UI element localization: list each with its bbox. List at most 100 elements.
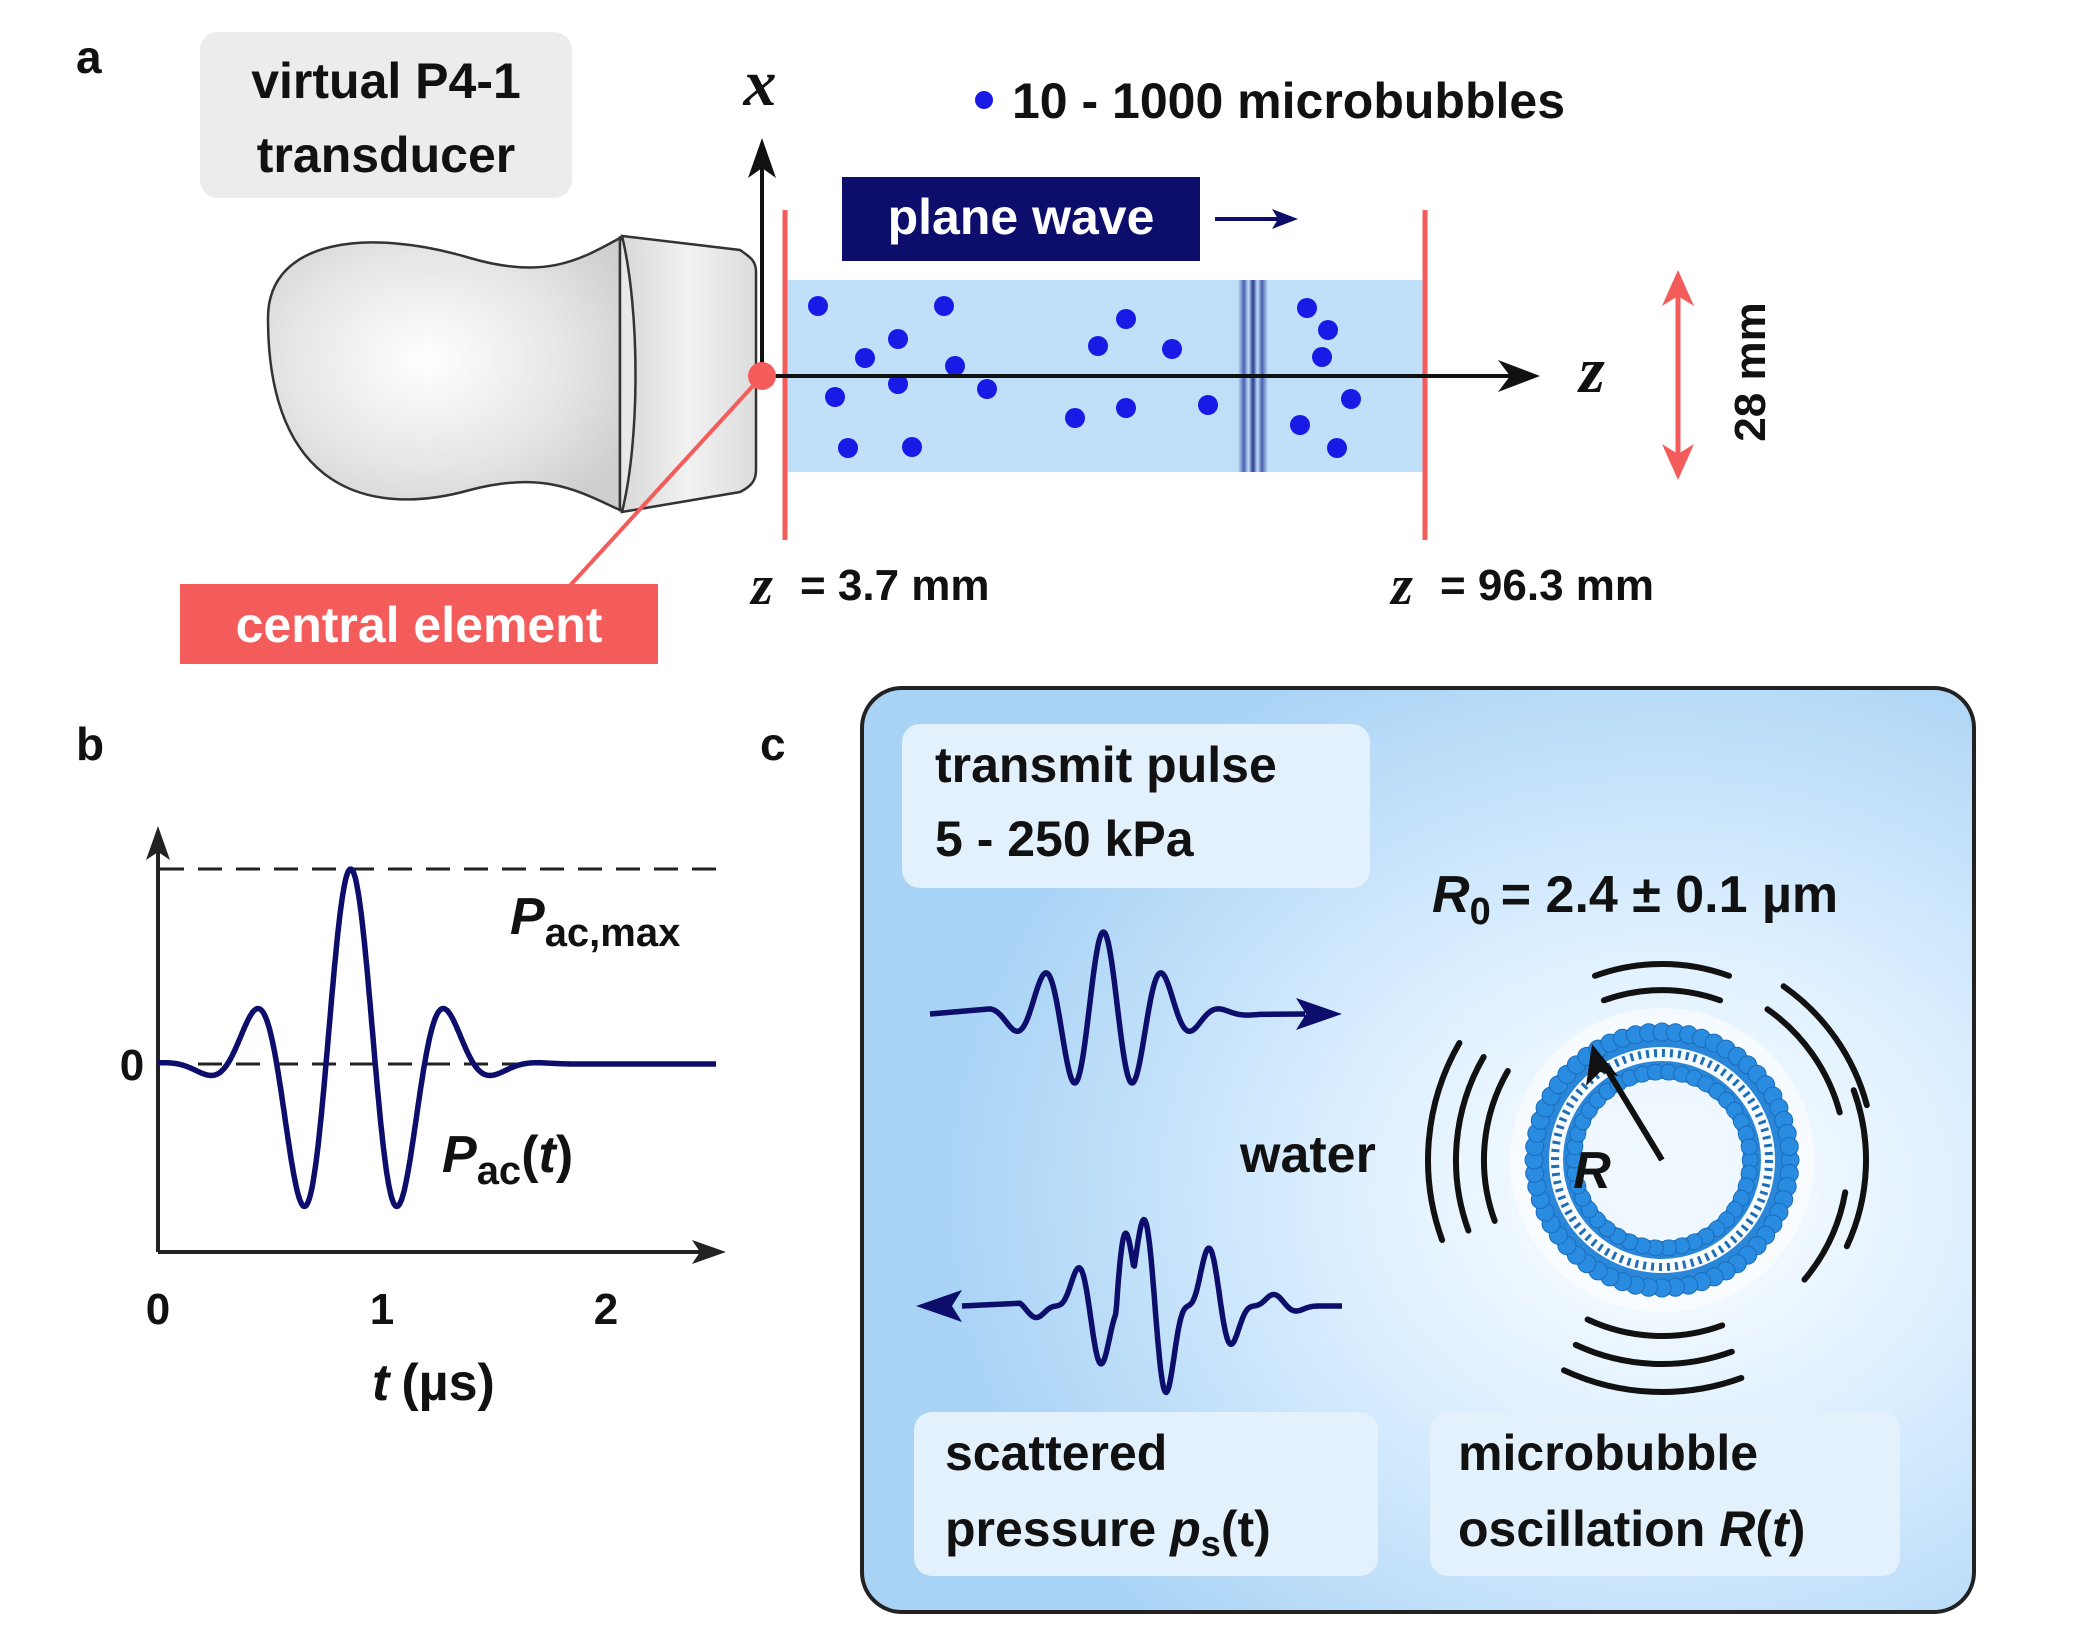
z-axis-arrowhead	[1498, 360, 1540, 392]
pac-t: t	[539, 1126, 559, 1184]
bubble-legend-dot	[975, 91, 993, 109]
echo-arc	[1843, 1087, 1869, 1250]
microbubbles	[808, 296, 1361, 458]
r0-R: R	[1432, 866, 1470, 924]
microbubble-dot	[1116, 398, 1136, 418]
transducer-label-line2: transducer	[257, 127, 515, 183]
microbubble-dot	[1088, 336, 1108, 356]
transducer-probe-head	[620, 234, 758, 514]
pmax-P: P	[510, 888, 545, 946]
scattered-sub: s	[1201, 1523, 1221, 1564]
height-arrowhead-top	[1662, 270, 1694, 306]
b-y-axis-arrowhead	[146, 826, 170, 860]
echo-arcs	[1425, 960, 1870, 1395]
microbubble-dot	[1312, 347, 1332, 367]
echo-arc	[1584, 1316, 1726, 1339]
microbubble-dot	[977, 379, 997, 399]
scattered-word: pressure	[945, 1501, 1156, 1557]
echo-arc	[1481, 1068, 1511, 1224]
microbubble-dot	[1065, 408, 1085, 428]
echo-arc	[1453, 1054, 1487, 1234]
echo-arc	[1561, 1367, 1745, 1395]
oscillation-R: R	[1719, 1501, 1755, 1557]
microbubble-dot	[1318, 320, 1338, 340]
b-x-axis-arrowhead	[692, 1240, 726, 1264]
central-element-label: central element	[236, 597, 603, 653]
b-x-label-var: t	[372, 1354, 392, 1412]
echo-arc	[1600, 987, 1724, 1004]
microbubble-dot	[1116, 309, 1136, 329]
b-tick-y-0: 0	[120, 1041, 144, 1090]
transmit-label-box	[902, 724, 1370, 888]
scattered-arg: (t)	[1221, 1501, 1271, 1557]
echo-arc	[1592, 960, 1732, 979]
panel-c-box	[860, 686, 1976, 1614]
pac-waveform	[156, 866, 716, 1210]
x-axis-arrowhead	[748, 138, 776, 178]
b-tick-x-1: 1	[370, 1285, 394, 1334]
z-end-symbol: z	[1389, 555, 1413, 617]
plane-wave-arrowhead	[1272, 209, 1298, 229]
microbubble-dot	[838, 438, 858, 458]
radius-label: R	[1573, 1142, 1611, 1200]
microbubble-dot	[1162, 339, 1182, 359]
microbubble-dot	[888, 329, 908, 349]
transmit-waveform	[929, 929, 1306, 1086]
microbubble-illustration: R	[1425, 960, 1870, 1395]
pmax-label: Pac,max	[510, 888, 680, 955]
height-label: 28 mm	[1726, 302, 1775, 441]
microbubble-dot	[934, 296, 954, 316]
oscillation-label-line1: microbubble	[1458, 1425, 1758, 1481]
oscillation-paren-open: (	[1755, 1501, 1772, 1557]
x-axis-symbol: x	[743, 47, 777, 120]
lipid-heads-outer	[1524, 1022, 1800, 1298]
z-start-symbol: z	[749, 555, 773, 617]
pac-paren-open: (	[521, 1126, 539, 1184]
transmit-arrowhead	[1296, 998, 1342, 1030]
scattered-waveform	[961, 1216, 1342, 1396]
z-end-value: = 96.3 mm	[1440, 561, 1654, 610]
panel-a-label: a	[76, 31, 102, 83]
plane-wave-box	[842, 177, 1200, 261]
scattered-p: p	[1168, 1501, 1201, 1557]
lipid-head	[1740, 1138, 1758, 1156]
echo-arc	[1764, 1006, 1843, 1116]
central-element-dot	[748, 362, 776, 390]
panel-b-label: b	[76, 718, 104, 770]
r0-label: R0= 2.4 ± 0.1 µm	[1432, 866, 1838, 933]
echo-arc	[1801, 1189, 1849, 1283]
b-x-label-unit: (µs)	[401, 1354, 495, 1412]
microbubble-dot	[855, 348, 875, 368]
microbubble-dot	[1327, 438, 1347, 458]
microbubble-dot	[902, 437, 922, 457]
pac-paren-close: )	[556, 1126, 573, 1184]
lipid-tails	[1551, 1049, 1773, 1271]
microbubble-dot	[888, 374, 908, 394]
central-element-leader	[564, 374, 764, 592]
echo-arc	[1780, 983, 1870, 1109]
microbubble-dot	[825, 387, 845, 407]
height-arrowhead-bottom	[1662, 444, 1694, 480]
panel-c-label: c	[760, 718, 786, 770]
oscillation-paren-close: )	[1789, 1501, 1806, 1557]
b-x-label: t(µs)	[372, 1354, 495, 1412]
oscillation-word: oscillation	[1458, 1501, 1705, 1557]
transducer-label-box	[200, 32, 572, 198]
transducer-label-line1: virtual P4-1	[251, 53, 521, 109]
microbubble-dot	[808, 296, 828, 316]
bubble-count-label: 10 - 1000 microbubbles	[1012, 73, 1565, 129]
scattered-label-line1: scattered	[945, 1425, 1167, 1481]
pac-label: Pac(t)	[442, 1126, 573, 1193]
scattered-arrowhead	[916, 1290, 962, 1322]
oscillation-t: t	[1772, 1501, 1791, 1557]
microbubble-dot	[1297, 298, 1317, 318]
echo-arc	[1572, 1341, 1735, 1367]
lipid-heads-inner	[1565, 1063, 1759, 1257]
r0-sub: 0	[1470, 891, 1491, 933]
z-axis-symbol: z	[1577, 334, 1605, 407]
b-tick-x-2: 2	[594, 1285, 618, 1334]
b-tick-x-0: 0	[146, 1285, 170, 1334]
